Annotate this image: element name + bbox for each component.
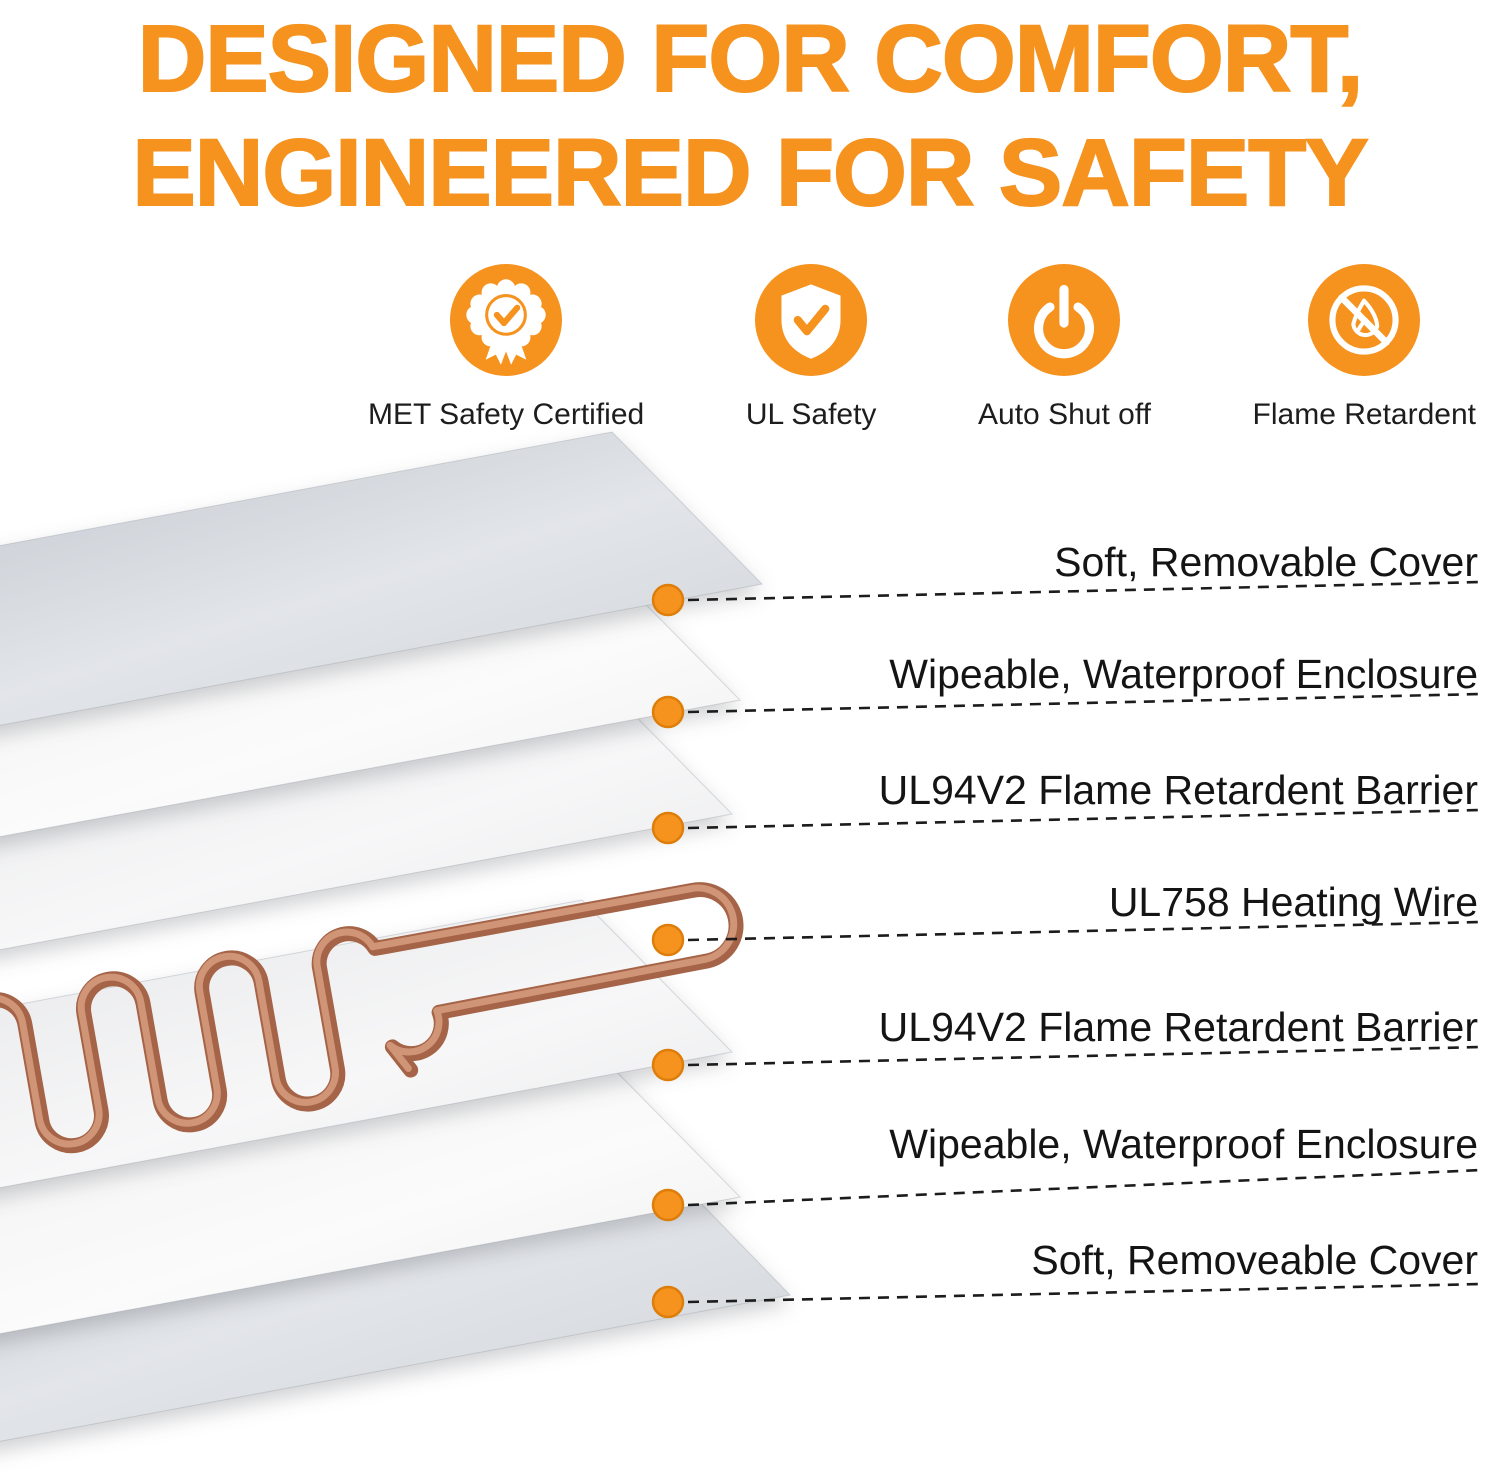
power-icon <box>1008 264 1121 376</box>
badge-met-certified: MET Safety Certified <box>368 264 644 432</box>
title-line-2: ENGINEERED FOR SAFETY <box>131 119 1369 227</box>
layer-label-soft-cover-top: Soft, Removable Cover <box>1054 539 1478 585</box>
badge-label: Flame Retardent <box>1252 398 1476 431</box>
layer-dot <box>651 695 685 729</box>
badge-auto-shutoff: Auto Shut off <box>978 264 1151 432</box>
met-certified-icon <box>450 264 563 376</box>
layer-dot <box>651 583 685 617</box>
rosette-seal <box>466 279 546 365</box>
badge-ul-safety: UL Safety <box>745 264 877 432</box>
heating-wire <box>0 882 744 1195</box>
layer-label-heating-wire: UL758 Heating Wire <box>1108 879 1478 925</box>
badge-label: UL Safety <box>745 398 877 431</box>
layer-dot <box>651 1188 685 1222</box>
certification-badges: MET Safety Certified UL Safety Auto <box>368 264 1476 432</box>
layer-label-barrier-bottom: UL94V2 Flame Retardent Barrier <box>878 1004 1478 1050</box>
leader-line <box>687 1282 1483 1304</box>
badge-label: MET Safety Certified <box>368 398 645 431</box>
badge-label: Auto Shut off <box>978 398 1151 431</box>
layer-dot <box>651 811 685 845</box>
layer-dots <box>651 583 685 1319</box>
badge-flame-retardant: Flame Retardent <box>1253 264 1476 432</box>
layer-dot <box>651 923 685 957</box>
layer-dot <box>651 1285 685 1319</box>
no-flame-icon <box>1308 264 1421 376</box>
page-title: DESIGNED FOR COMFORT, ENGINEERED FOR SAF… <box>0 2 1500 230</box>
layer-dot <box>651 1048 685 1082</box>
ul-shield-check-icon <box>755 264 868 376</box>
layer-label-soft-cover-bottom: Soft, Removeable Cover <box>1031 1237 1478 1283</box>
leader-line <box>687 1168 1483 1207</box>
title-line-1: DESIGNED FOR COMFORT, <box>137 5 1365 113</box>
layer-label-enclosure-top: Wipeable, Waterproof Enclosure <box>889 651 1478 697</box>
layer-sheet-top-cover <box>0 431 764 726</box>
layer-sheet-bottom-barrier <box>0 899 734 1189</box>
layer-label-barrier-top: UL94V2 Flame Retardent Barrier <box>878 767 1478 813</box>
layer-label-enclosure-bottom: Wipeable, Waterproof Enclosure <box>889 1121 1478 1167</box>
